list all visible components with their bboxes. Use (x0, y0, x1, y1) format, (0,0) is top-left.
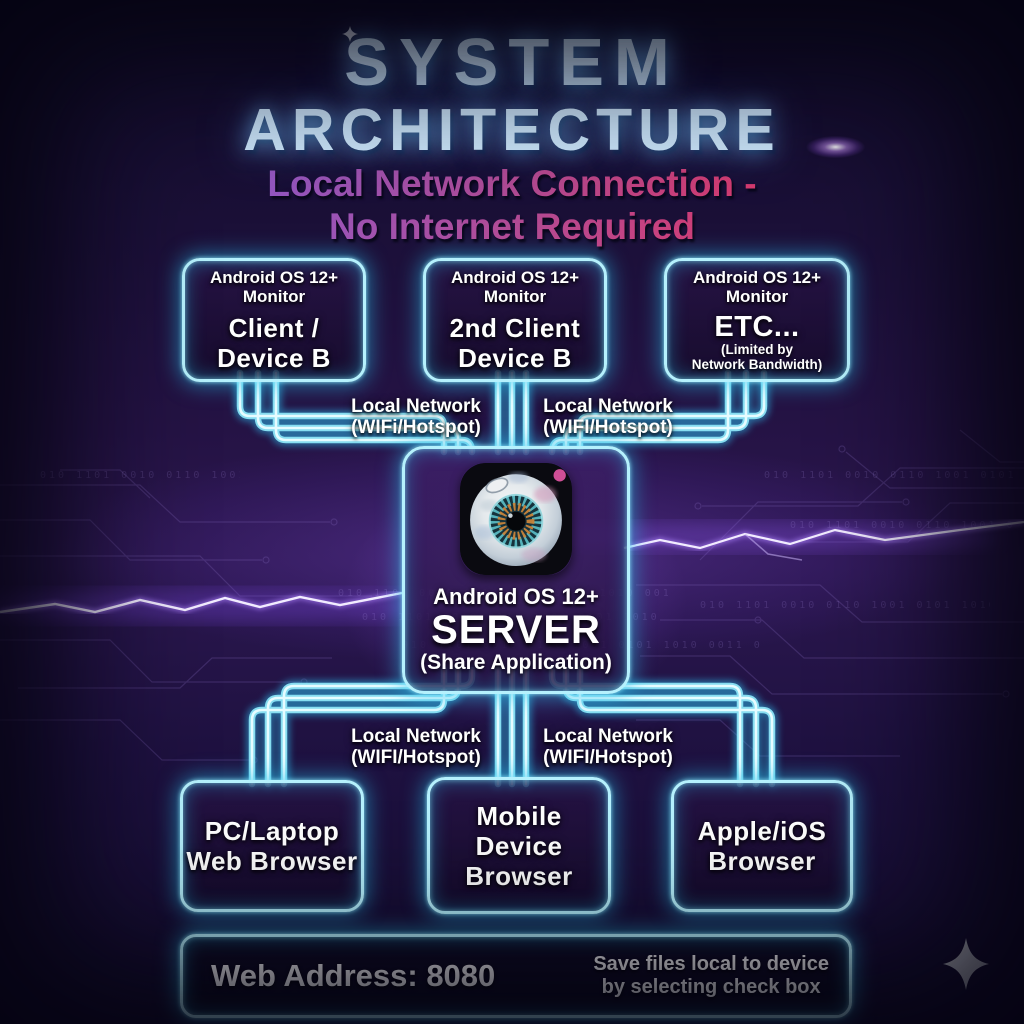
node-title: Device B (458, 342, 572, 373)
subtitle-line-2: No Internet Required (0, 206, 1024, 248)
title-line-2: ARCHITECTURE (243, 97, 781, 163)
node-title: Apple/iOS (697, 816, 827, 846)
web-address-label: Web Address: 8080 (211, 958, 496, 993)
connection-label-line: (WIFI/Hotspot) (543, 747, 673, 768)
footer-note-line: Save files local to device (593, 953, 829, 975)
node-title: PC/Laptop (204, 816, 340, 846)
node-mobile-device-browser: Mobile Device Browser (427, 777, 611, 914)
node-title: Web Browser (186, 846, 358, 876)
title-line-1: SYSTEM (344, 25, 680, 100)
connection-label-bottom-left: Local Network (WIFI/Hotspot) (326, 726, 506, 768)
binary-noise-row: 010 1101 0010 0110 1001 0101 1010 0011 0… (40, 470, 240, 481)
binary-noise-row: 010 1101 0010 0110 1001 0101 1010 0011 0… (790, 520, 1014, 531)
server-note: (Share Application) (420, 651, 612, 674)
connection-label-line: (WIFI/Hotspot) (543, 417, 673, 438)
footer-bar: Web Address: 8080 Save files local to de… (180, 934, 852, 1018)
node-role-label: Monitor (483, 286, 547, 306)
node-role-label: Monitor (242, 286, 306, 306)
server-title: SERVER (431, 608, 601, 652)
footer-note: Save files local to device by selecting … (593, 953, 849, 999)
lens-flare (796, 132, 976, 162)
subtitle-line-1: Local Network Connection - (0, 163, 1024, 205)
node-apple-ios-browser: Apple/iOS Browser (671, 780, 853, 912)
binary-noise-row: 010 1101 0010 0110 1001 0101 1010 0011 0… (764, 470, 1014, 481)
node-server: Android OS 12+ SERVER (Share Application… (402, 446, 630, 694)
connection-label-line: Local Network (351, 726, 481, 747)
node-client-device-b: Android OS 12+ Monitor Client / Device B (182, 258, 366, 382)
node-role-label: Monitor (725, 287, 789, 306)
connection-label-line: (WIFi/Hotspot) (351, 417, 481, 438)
node-os-label: Android OS 12+ (451, 267, 579, 287)
node-title: 2nd Client (449, 312, 581, 343)
node-etc-monitor: Android OS 12+ Monitor ETC... (Limited b… (664, 258, 850, 382)
node-title: Browser (465, 860, 573, 891)
node-2nd-client-device-b: Android OS 12+ Monitor 2nd Client Device… (423, 258, 607, 382)
node-os-label: Android OS 12+ (210, 267, 338, 287)
connection-label-line: (WIFI/Hotspot) (351, 747, 481, 768)
node-note: (Limited by (720, 342, 793, 357)
four-point-star-icon (943, 938, 989, 990)
node-note: Network Bandwidth) (691, 357, 823, 372)
binary-noise-row: 010 1101 0010 0110 1001 0101 1010 0011 0… (700, 600, 990, 611)
connection-label-line: Local Network (543, 396, 673, 417)
connection-label-line: Local Network (543, 726, 673, 747)
node-title: Browser (708, 846, 816, 876)
node-title: Client / (228, 312, 320, 343)
connection-label-line: Local Network (351, 396, 481, 417)
eyeball-app-icon (460, 463, 572, 575)
footer-note-line: by selecting check box (601, 976, 821, 998)
node-title: ETC... (714, 311, 800, 343)
sparkle-icon (342, 26, 358, 42)
node-title: Device (475, 830, 563, 861)
connection-label-bottom-right: Local Network (WIFI/Hotspot) (518, 726, 698, 768)
node-title: Device B (217, 342, 331, 373)
node-title: Mobile (476, 800, 562, 831)
lightning-bolts (0, 519, 1024, 623)
node-os-label: Android OS 12+ (693, 268, 821, 287)
server-os-label: Android OS 12+ (433, 584, 599, 609)
connection-label-top-right: Local Network (WIFI/Hotspot) (518, 396, 698, 438)
node-pc-laptop-browser: PC/Laptop Web Browser (180, 780, 364, 912)
connection-label-top-left: Local Network (WIFi/Hotspot) (326, 396, 506, 438)
